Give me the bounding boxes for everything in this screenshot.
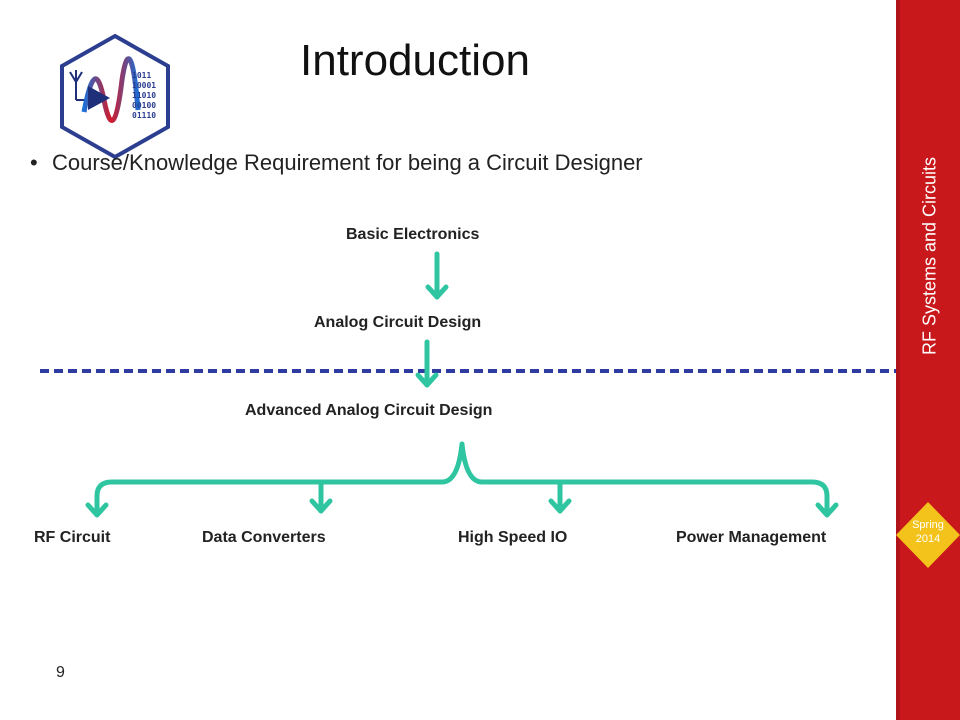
node-analog-circuit-design: Analog Circuit Design [314,314,482,331]
arrow-basic-to-analog [425,251,449,300]
slide-title: Introduction [300,36,530,85]
node-basic-electronics: Basic Electronics [346,226,480,243]
term-badge-text: Spring 2014 [896,518,960,546]
binary-text: 1011 10001 11010 00100 01110 [132,71,156,120]
arrow-analog-to-advanced [415,339,439,388]
arrow-data-converters [309,479,333,514]
bullet-dot-icon: • [30,150,38,175]
node-high-speed-io: High Speed IO [458,529,568,546]
bullet-text: Course/Knowledge Requirement for being a… [52,150,643,175]
node-advanced-analog-circuit-design: Advanced Analog Circuit Design [245,402,493,419]
amplifier-icon [88,86,110,110]
sidebar [896,0,960,720]
term-badge [896,502,960,568]
branch-brace [94,441,830,517]
term-season: Spring [912,519,944,531]
svg-text:00100: 00100 [132,101,156,110]
bullet-point: • Course/Knowledge Requirement for being … [30,150,643,176]
arrow-high-speed-io [548,479,572,514]
svg-text:11010: 11010 [132,91,156,100]
course-logo: 1011 10001 11010 00100 01110 [60,33,170,160]
node-rf-circuit: RF Circuit [34,529,111,546]
svg-text:1011: 1011 [132,71,151,80]
page-number: 9 [56,664,65,681]
svg-text:01110: 01110 [132,111,156,120]
svg-text:10001: 10001 [132,81,156,90]
node-power-management: Power Management [676,529,827,546]
arrowhead-power-management [815,502,839,518]
node-data-converters: Data Converters [202,529,326,546]
sine-wave-icon [81,56,141,123]
term-year: 2014 [915,533,941,545]
arrowhead-rf-circuit [85,502,109,518]
